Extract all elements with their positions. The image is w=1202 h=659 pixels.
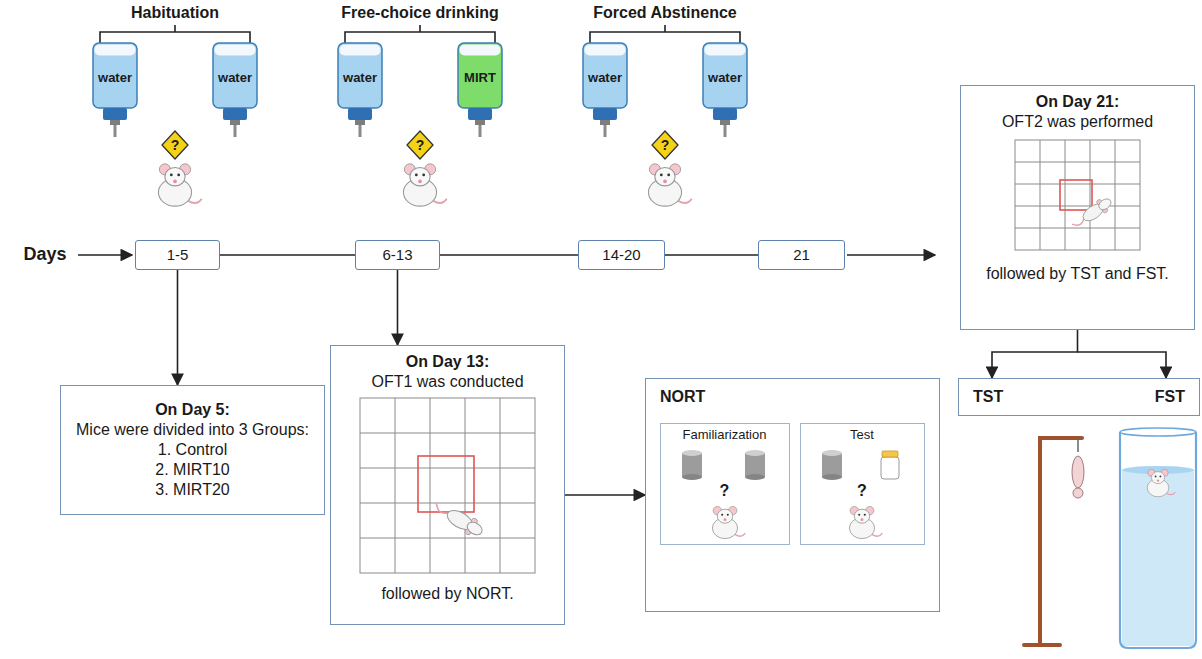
box-heading: Familiarization <box>665 427 785 443</box>
nort-box: NORTFamiliarization?Test? <box>645 378 940 612</box>
stage-heading: Habituation <box>131 3 219 22</box>
connector <box>440 254 578 256</box>
box-text: Mice were divided into 3 Groups: <box>69 420 316 440</box>
test-box: On Day 21:OFT2 was performed followed by … <box>960 85 1195 330</box>
box-heading: 21 <box>793 246 810 265</box>
test-bar: TST FST <box>958 378 1200 416</box>
bottle-label: MIRT <box>464 70 496 86</box>
day-box: 6-13 <box>355 240 440 270</box>
box-text: FST <box>1155 387 1185 407</box>
connector <box>665 254 758 256</box>
connector <box>565 494 645 496</box>
box-heading: NORT <box>660 387 925 407</box>
box-text: ? <box>665 482 785 500</box>
bottle-label: water <box>343 70 377 86</box>
box-text: followed by TST and FST. <box>969 264 1186 284</box>
bottle-label: water <box>708 70 742 86</box>
box-text: OFT1 was conducted <box>339 372 556 392</box>
choice-mark: ? <box>661 137 670 154</box>
bottle-label: water <box>98 70 132 86</box>
box-heading: 6-13 <box>382 246 412 265</box>
connector <box>992 330 1078 378</box>
box-heading: On Day 21: <box>969 92 1186 112</box>
stage-heading: Free-choice drinking <box>341 3 498 22</box>
connector <box>397 270 399 345</box>
connector <box>177 270 179 385</box>
box-heading: 1-5 <box>167 246 189 265</box>
box-text: 1. Control <box>69 440 316 460</box>
connector <box>220 254 355 256</box>
box-text: 3. MIRT20 <box>69 480 316 500</box>
choice-mark: ? <box>416 137 425 154</box>
box-heading: 14-20 <box>602 246 640 265</box>
box-heading: On Day 13: <box>339 352 556 372</box>
box-heading: TST <box>973 387 1003 407</box>
box-text: ? <box>805 482 920 500</box>
axis-label: Days <box>23 244 66 266</box>
phase-panel: Familiarization? <box>660 423 790 545</box>
day-box: 14-20 <box>578 240 665 270</box>
box-heading: On Day 5: <box>69 400 316 420</box>
stage-heading: Forced Abstinence <box>593 3 736 22</box>
day-box: 1-5 <box>135 240 220 270</box>
box-text: OFT2 was performed <box>969 112 1186 132</box>
group-box: On Day 5:Mice were divided into 3 Groups… <box>60 385 325 515</box>
box-text: followed by NORT. <box>339 584 556 604</box>
test-box: On Day 13:OFT1 was conducted followed by … <box>330 345 565 625</box>
box-heading: Test <box>805 427 920 443</box>
box-text: 2. MIRT10 <box>69 460 316 480</box>
phase-panel: Test? <box>800 423 925 545</box>
bottle-label: water <box>218 70 252 86</box>
branch-arrow <box>1078 352 1167 378</box>
day-box: 21 <box>758 240 845 270</box>
bottle-label: water <box>588 70 622 86</box>
choice-mark: ? <box>171 137 180 154</box>
